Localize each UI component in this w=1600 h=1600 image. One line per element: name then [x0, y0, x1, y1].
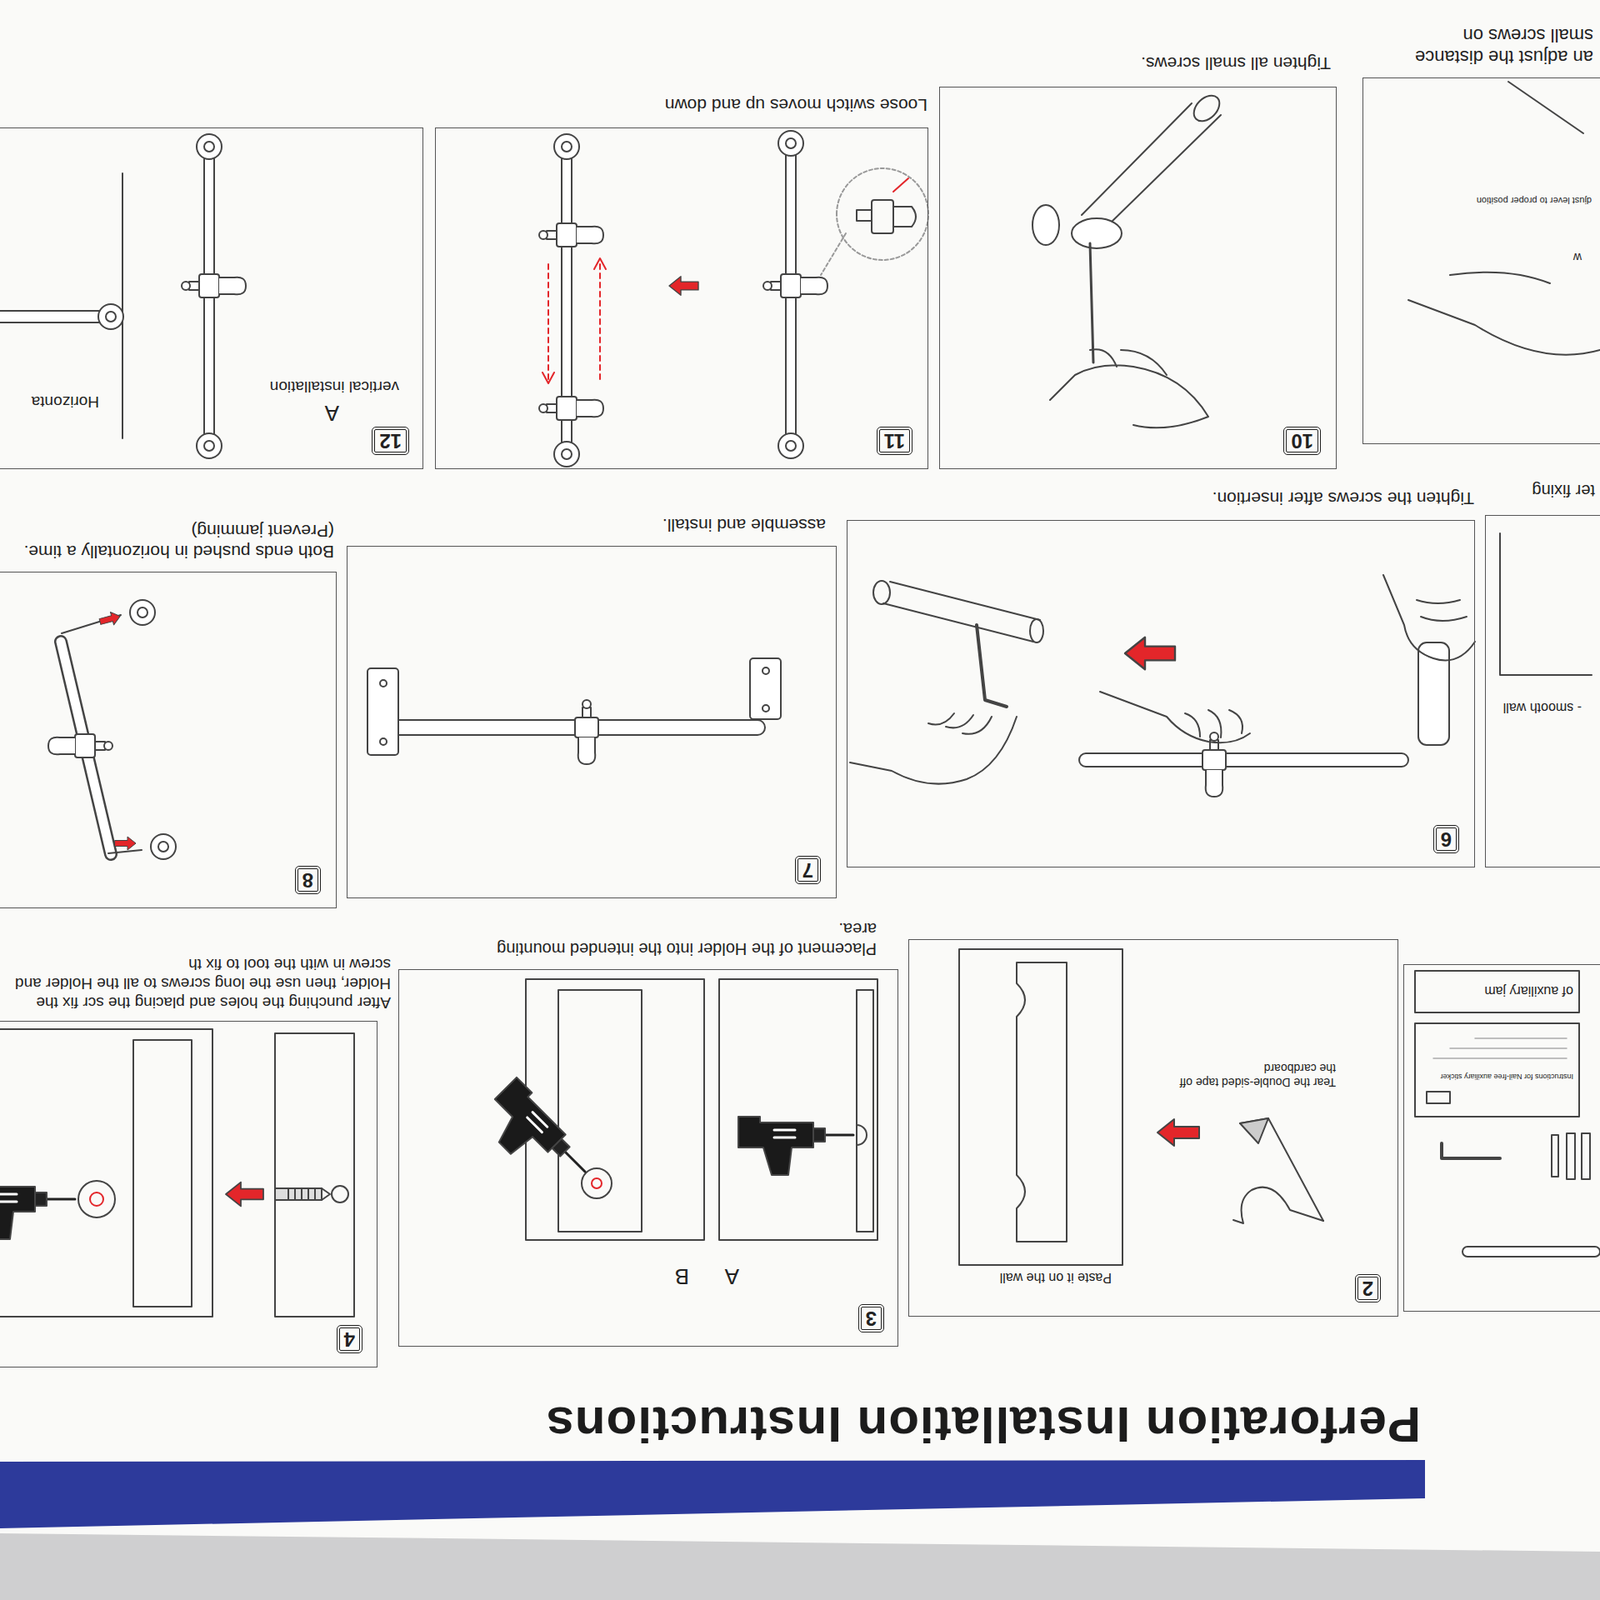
instruction-panel: 11Loose switch moves up and down [435, 127, 929, 470]
instruction-text: vertical installation [215, 376, 400, 396]
instruction-text: djust lever to proper position [1383, 195, 1592, 206]
step-number: 10 [1283, 426, 1321, 455]
instruction-text: Tear the Double-sided tape off the cardb… [1177, 1060, 1336, 1090]
instruction-text: w [1573, 250, 1582, 265]
instruction-text: After punching the holes and placing the… [5, 955, 391, 1012]
instruction-panel: 4After punching the holes and placing th… [0, 1020, 378, 1368]
instruction-text: Loose switch moves up and down [577, 95, 928, 116]
instruction-panel: 6Tighten the screws after insertion. [846, 520, 1475, 868]
instruction-text: A [725, 1263, 740, 1290]
step-number: 11 [876, 426, 913, 455]
instruction-panel: - smooth wallter fixing [1485, 515, 1600, 868]
instruction-panel: wdjust lever to proper positionan adjust… [1362, 77, 1600, 445]
step-number: 2 [1355, 1274, 1381, 1303]
instruction-text: B [675, 1263, 690, 1290]
instruction-panel: 2 Paste it on the wall Tear the Double-sid… [908, 939, 1399, 1317]
instruction-panel: 3ABPlacement of the Holder into the inte… [398, 969, 899, 1347]
instruction-text: Tighten all small screws. [1064, 53, 1331, 75]
step-number: 3 [858, 1304, 885, 1333]
instruction-text: of auxiliary jam [1415, 983, 1574, 1000]
instruction-text: Both ends pushed in horizontally a time.… [9, 520, 335, 563]
step-number: 8 [295, 865, 321, 895]
instruction-panel: 7assemble and install. [346, 545, 837, 899]
instruction-text: Horizonta [31, 391, 100, 411]
instruction-text: Tighten the screws after insertion. [1124, 488, 1475, 510]
instruction-panel: 12 Avertical installationHorizonta [0, 127, 424, 470]
page-title: Perforation Installation Instructions [545, 1395, 1421, 1454]
step-number: 4 [336, 1325, 363, 1354]
step-number: 7 [795, 855, 821, 885]
instruction-text: assemble and install. [575, 515, 826, 536]
instruction-text: A [325, 400, 340, 426]
instruction-text: an adjust the distance small screws on [1375, 23, 1594, 68]
instruction-text: Instructions for Nail-free auxiliary sti… [1418, 1071, 1574, 1081]
instruction-text: Paste it on the wall [1000, 1270, 1112, 1286]
step-number: 6 [1433, 825, 1460, 854]
instruction-panel: 8Both ends pushed in horizontally a time… [0, 571, 337, 909]
step-number: 12 [371, 426, 410, 455]
instruction-panel: Instructions for Nail-free auxiliary sti… [1403, 964, 1600, 1312]
instruction-text: ter fixing [1490, 480, 1595, 501]
instruction-text: - smooth wall [1488, 700, 1582, 716]
instruction-panel: 10Tighten all small screws. [939, 86, 1337, 470]
instruction-text: Placement of the Holder into the intende… [485, 919, 877, 960]
